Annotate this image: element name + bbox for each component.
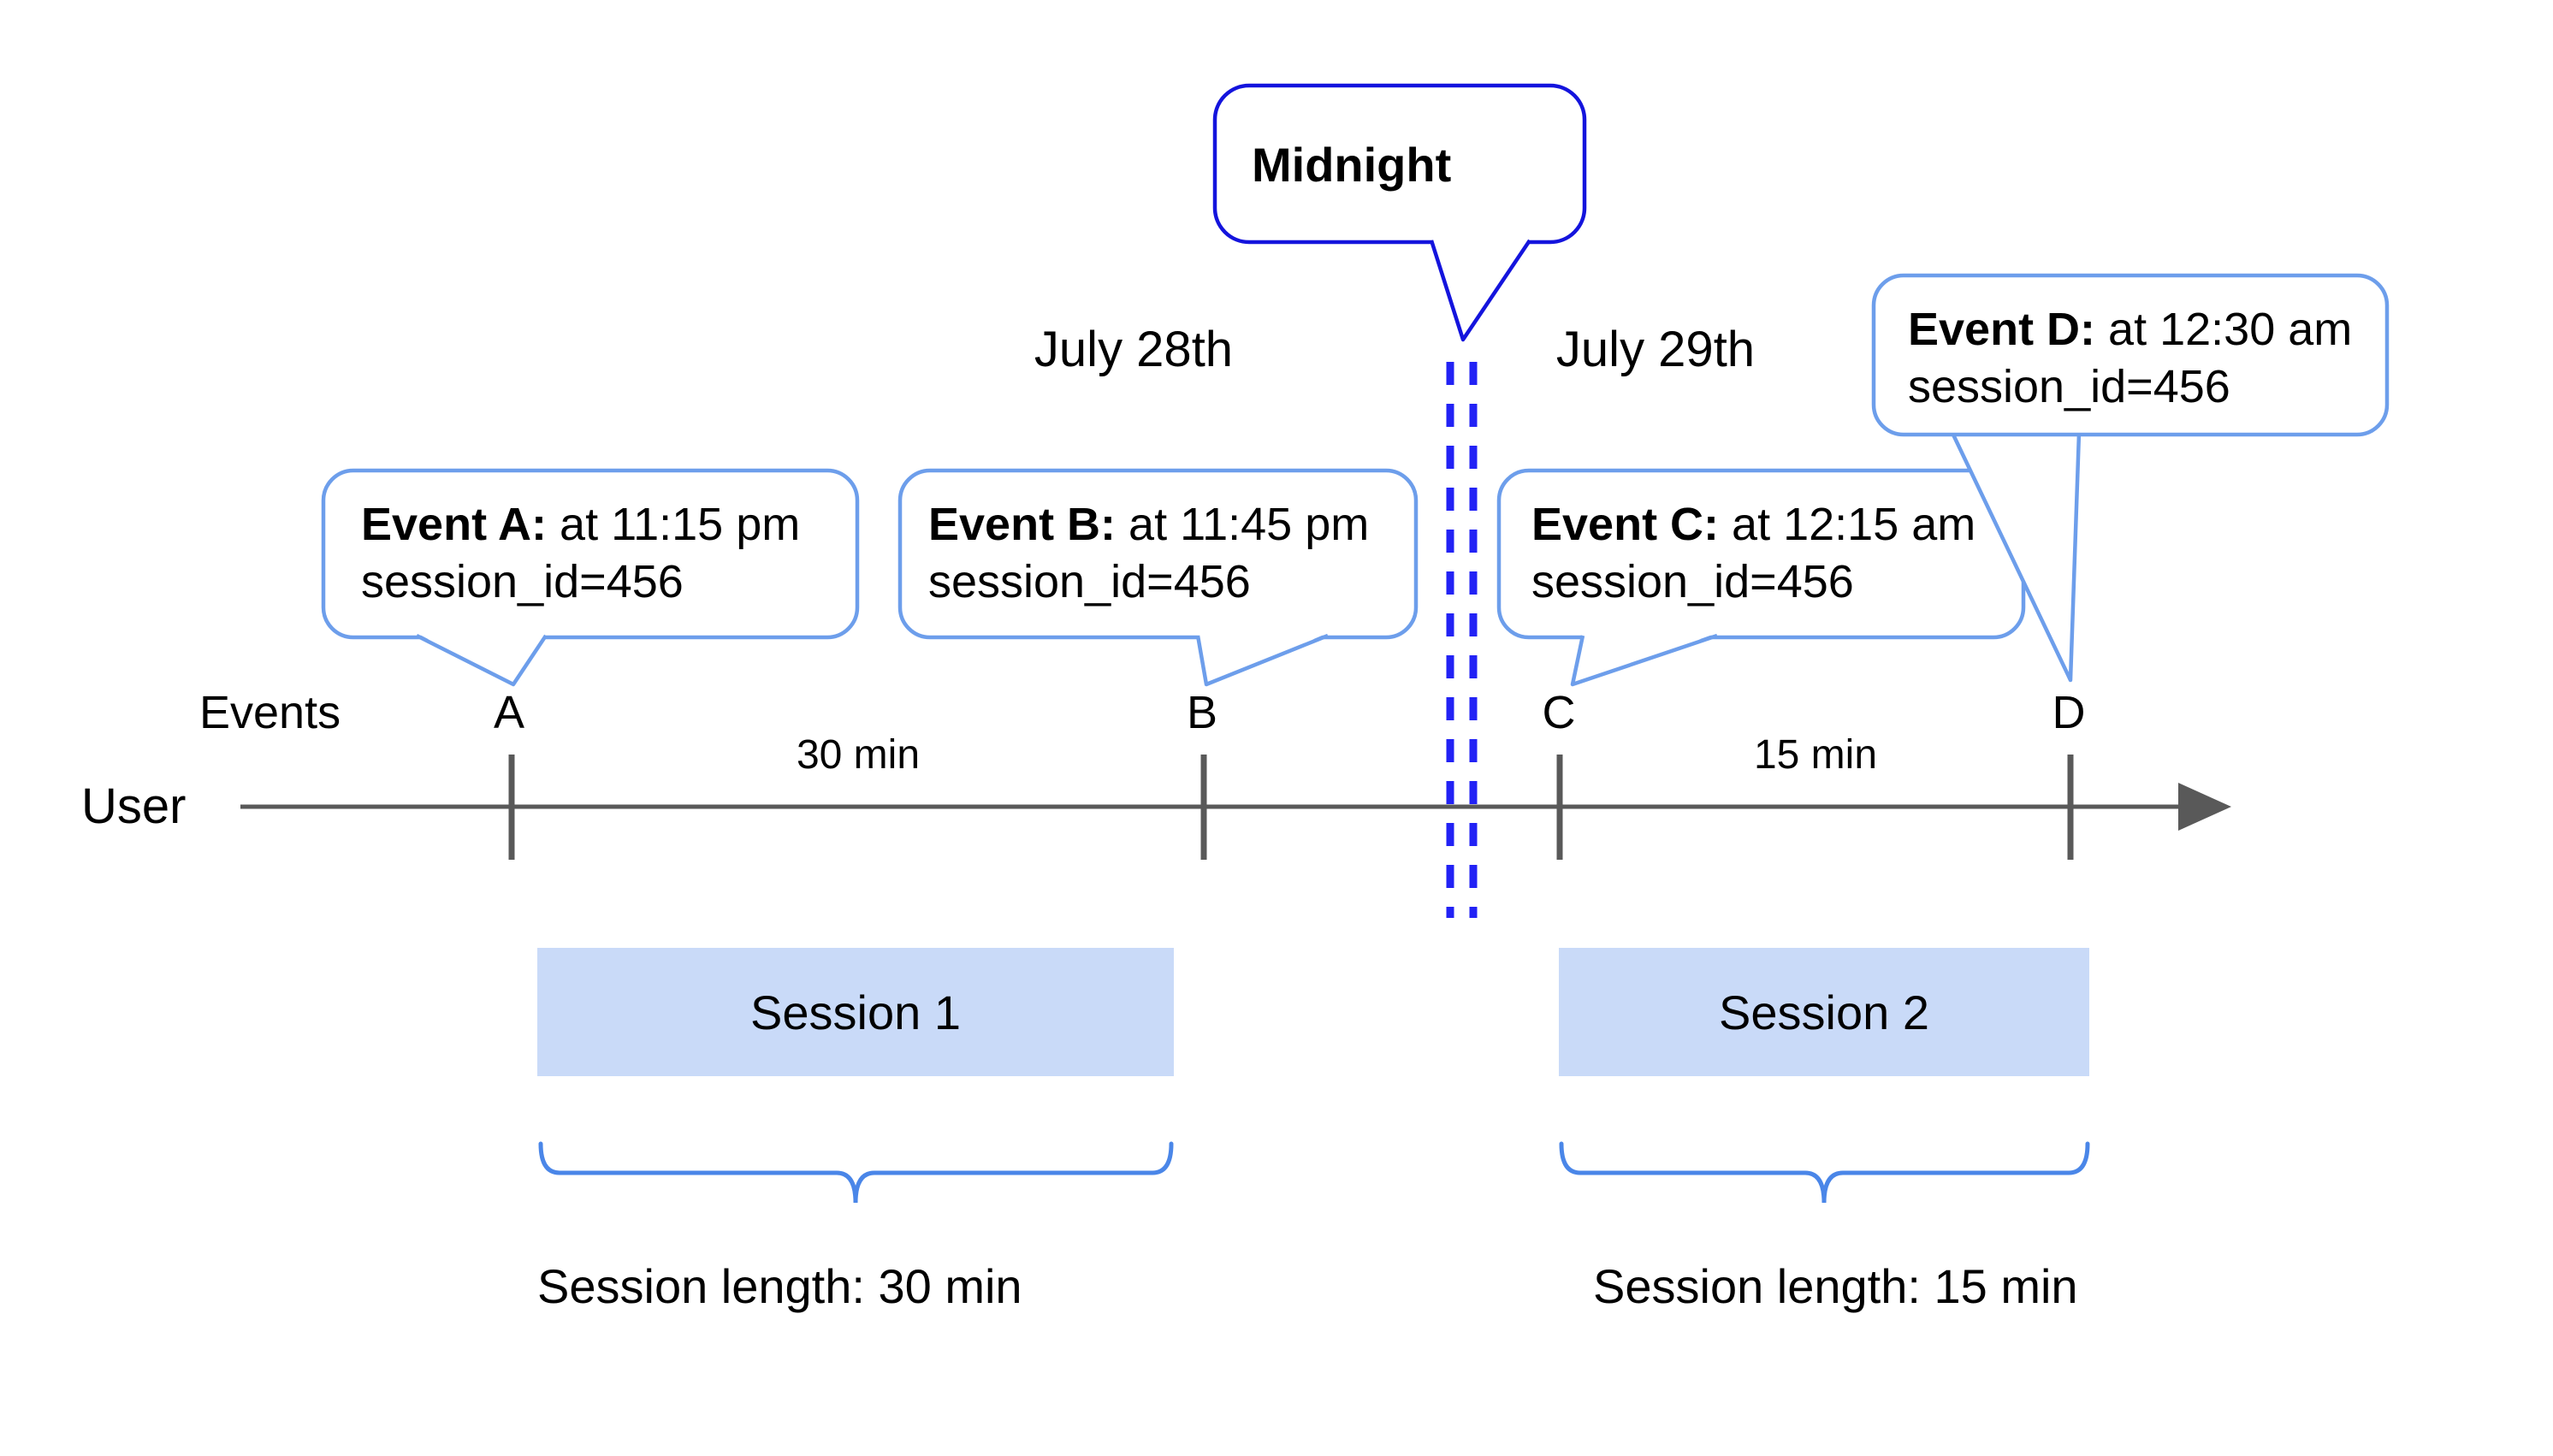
event-a-title: Event A: xyxy=(361,499,547,550)
timeline-axis xyxy=(240,755,2231,860)
date-label-july-29: July 29th xyxy=(1556,322,1755,377)
session-1-box xyxy=(537,948,1174,1076)
midnight-callout: Midnight xyxy=(1212,83,1587,342)
event-d-time: at 12:30 am xyxy=(2095,304,2352,355)
session-2-box xyxy=(1559,948,2089,1076)
date-label-july-28: July 28th xyxy=(1034,322,1233,377)
event-d-callout: Event D: at 12:30 am session_id=456 xyxy=(1871,273,2390,683)
interval-label-30min: 30 min xyxy=(797,732,920,778)
event-b-title: Event B: xyxy=(928,499,1116,550)
event-d-session-id: session_id=456 xyxy=(1908,361,2230,412)
event-a-session-id: session_id=456 xyxy=(361,556,684,607)
midnight-bubble-tail xyxy=(1429,239,1531,342)
event-d-line1: Event D: at 12:30 am xyxy=(1908,304,2352,355)
event-d-bubble-tail xyxy=(1950,432,2082,683)
event-b-time: at 11:45 pm xyxy=(1116,499,1369,550)
event-c-line1: Event C: at 12:15 am xyxy=(1531,499,1975,550)
session-2-group: Session 2 Session length: 15 min xyxy=(1559,948,2090,1313)
session-1-length-label: Session length: 30 min xyxy=(537,1259,1022,1313)
event-c-session-id: session_id=456 xyxy=(1531,556,1854,607)
midnight-label: Midnight xyxy=(1252,138,1451,192)
event-c-callout: Event C: at 12:15 am session_id=456 xyxy=(1496,468,2026,687)
event-c-bubble xyxy=(1496,468,2026,640)
event-b-line1: Event B: at 11:45 pm xyxy=(928,499,1369,550)
event-a-time: at 11:15 pm xyxy=(547,499,800,550)
event-a-callout: Event A: at 11:15 pm session_id=456 xyxy=(321,468,860,687)
user-label: User xyxy=(81,778,186,834)
event-a-bubble-tail xyxy=(415,633,548,687)
midnight-bubble xyxy=(1212,83,1587,245)
interval-label-15min: 15 min xyxy=(1754,732,1877,778)
timeline-arrowhead-icon xyxy=(2178,783,2231,831)
event-letter-a: A xyxy=(494,687,524,738)
event-letter-b: B xyxy=(1187,687,1217,738)
event-d-title: Event D: xyxy=(1908,304,2095,355)
event-b-bubble-tail-fill xyxy=(1198,633,1328,684)
session-1-group: Session 1 Session length: 30 min xyxy=(537,948,1174,1313)
event-letter-d: D xyxy=(2052,687,2086,738)
session-2-length-label: Session length: 15 min xyxy=(1593,1259,2078,1313)
events-label: Events xyxy=(199,687,341,738)
event-b-bubble-tail xyxy=(1195,633,1329,687)
event-c-title: Event C: xyxy=(1531,499,1719,550)
event-b-bubble xyxy=(897,468,1419,640)
session-1-label: Session 1 xyxy=(750,985,961,1039)
event-c-time: at 12:15 am xyxy=(1719,499,1975,550)
event-a-bubble-tail-fill xyxy=(417,633,546,684)
event-c-bubble-tail xyxy=(1570,633,1718,687)
event-letter-c: C xyxy=(1543,687,1576,738)
midnight-divider xyxy=(1446,362,1478,918)
session-2-brace xyxy=(1559,1141,2090,1204)
event-b-session-id: session_id=456 xyxy=(928,556,1251,607)
event-a-line1: Event A: at 11:15 pm xyxy=(361,499,800,550)
session-2-label: Session 2 xyxy=(1719,985,1929,1039)
event-a-bubble xyxy=(321,468,860,640)
session-1-brace xyxy=(538,1141,1174,1204)
event-d-bubble-tail-fill xyxy=(1952,430,2079,680)
event-b-callout: Event B: at 11:45 pm session_id=456 xyxy=(897,468,1419,687)
event-d-bubble xyxy=(1871,273,2390,437)
